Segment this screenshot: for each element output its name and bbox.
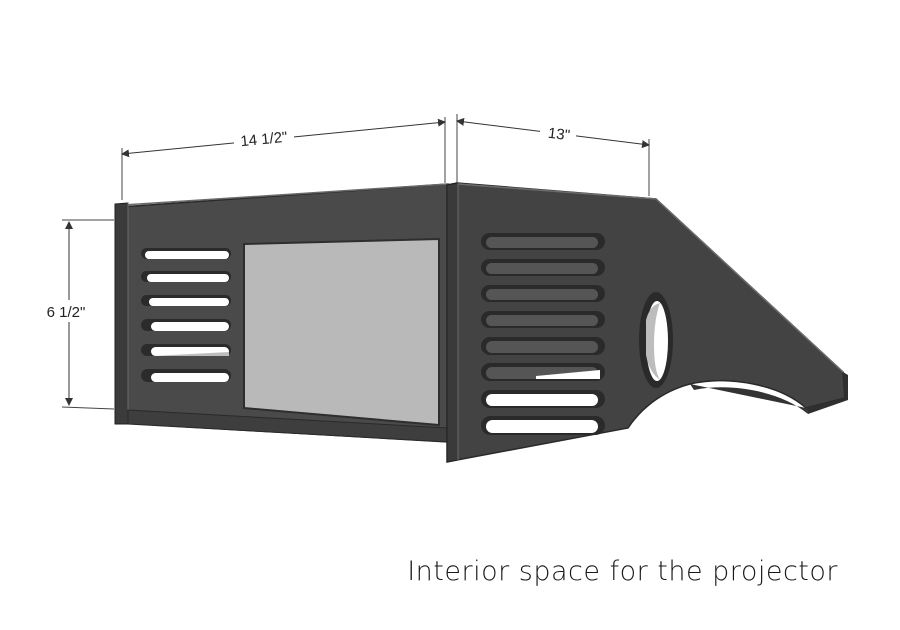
handle-cutout (639, 292, 673, 388)
height-label: 6 1/2" (47, 304, 86, 321)
left-end-panel (114, 202, 129, 425)
front-vent-slots (141, 248, 231, 382)
dimension-height: 6 1/2" (38, 219, 115, 410)
diagram-caption: Interior space for the projector (407, 556, 838, 587)
dimension-width: 14 1/2" (121, 117, 446, 200)
width-label: 14 1/2" (240, 129, 288, 151)
dimension-depth: 13" (456, 114, 650, 196)
depth-label: 13" (547, 125, 571, 145)
side-vent-slots (481, 233, 605, 435)
side-panel-edge (446, 182, 459, 463)
window-opening (243, 237, 440, 427)
projector-box (114, 182, 848, 463)
